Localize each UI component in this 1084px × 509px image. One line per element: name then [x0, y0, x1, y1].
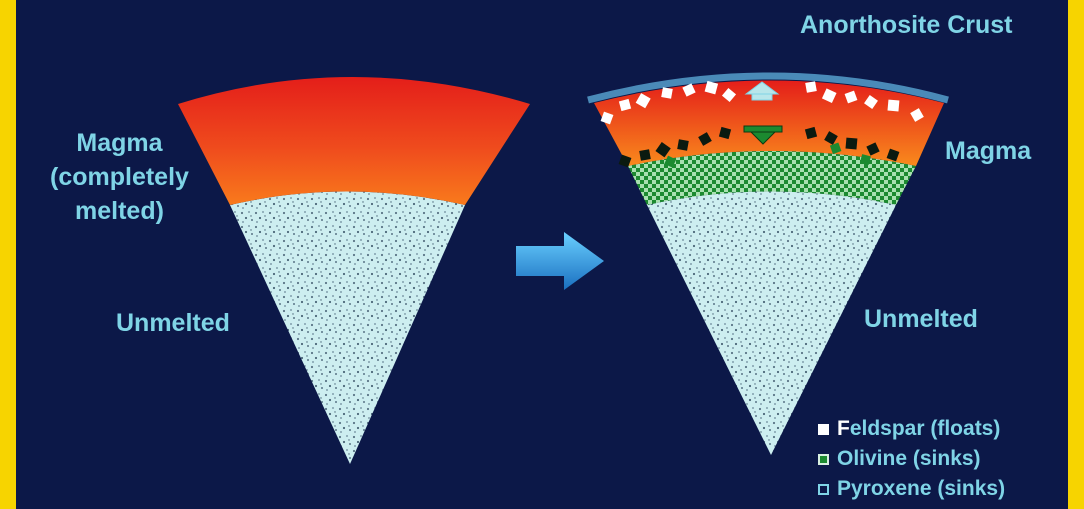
left-wedge	[178, 77, 530, 464]
anorthosite-crust-label: Anorthosite Crust	[800, 8, 1013, 42]
legend-label-pyroxene: Pyroxene (sinks)	[837, 477, 1005, 501]
pyroxene-marker-icon	[818, 484, 829, 495]
left-magma-region	[178, 77, 530, 205]
right-wedge	[588, 76, 948, 455]
legend: Feldspar (floats) Olivine (sinks) Pyroxe…	[818, 414, 1005, 504]
unmelted-label-left: Unmelted	[116, 306, 230, 340]
legend-item-pyroxene: Pyroxene (sinks)	[818, 474, 1005, 504]
legend-label-feldspar: Feldspar (floats)	[837, 417, 1000, 441]
unmelted-label-right: Unmelted	[864, 302, 978, 336]
olivine-marker-icon	[818, 454, 829, 465]
legend-label-olivine: Olivine (sinks)	[837, 447, 981, 471]
legend-item-olivine: Olivine (sinks)	[818, 444, 1005, 474]
left-unmelted-region	[230, 192, 465, 465]
magma-label-left: Magma (completely melted)	[50, 126, 189, 228]
magma-label-right: Magma	[945, 134, 1031, 168]
diagram-frame: Magma (completely melted) Unmelted Anort…	[16, 0, 1068, 509]
transition-arrow	[516, 232, 604, 290]
legend-item-feldspar: Feldspar (floats)	[818, 414, 1005, 444]
feldspar-marker-icon	[818, 424, 829, 435]
